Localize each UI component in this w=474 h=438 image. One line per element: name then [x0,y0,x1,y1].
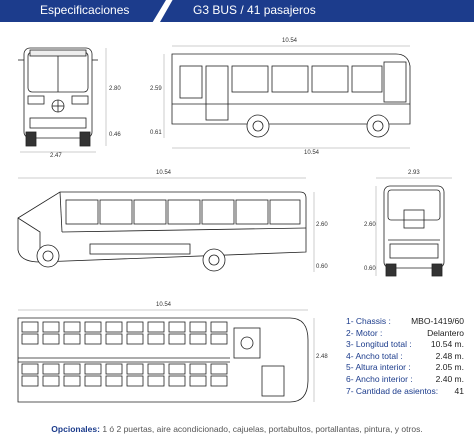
seat [189,333,207,345]
side-ground-label: 0.61 [150,130,162,136]
model-tab: G3 BUS / 41 pasajeros [160,0,474,22]
spec-label: 2- Motor : [346,327,383,338]
seat [84,321,102,333]
seat [105,363,123,375]
rear-ground-label: 0.60 [364,266,376,272]
front-dim-lines [20,48,107,153]
model-tab-label: G3 BUS / 41 pasajeros [193,3,316,17]
seat [63,333,81,345]
seat [21,333,39,345]
spec-tab-label: Especificaciones [40,3,130,17]
spec-value: 41 [454,385,464,396]
rear-view-drawing [383,185,445,277]
seat [126,375,144,387]
front-view-drawing [18,47,98,147]
seat [189,375,207,387]
side-dim-lines [163,45,410,149]
rear-width-label: 2.93 [408,170,420,176]
seat [42,363,60,375]
seat [168,363,186,375]
spec-label: 3- Longitud total : [346,339,412,350]
seat [147,363,165,375]
spec-list: 1- Chassis : MBO-1419/60 2- Motor : Delant… [346,316,464,397]
spec-value: 10.54 m. [430,339,464,350]
plan-view-drawing [17,317,309,403]
spec-row-width: 4- Ancho total : 2.48 m. [346,351,464,363]
spec-tab: Especificaciones [0,0,166,22]
plan-dim-lines [18,309,315,402]
seat [42,321,60,333]
seat [210,363,228,375]
spec-label: 1- Chassis : [346,316,391,326]
footer-label: Opcionales: [51,424,100,434]
spec-label: 4- Ancho total : [346,350,403,361]
seat [21,375,39,387]
side-top-length-label: 10.54 [282,38,298,44]
front-width-label: 2.47 [50,153,62,159]
seat [210,321,228,333]
spec-row-chassis: 1- Chassis : MBO-1419/60 [346,316,464,328]
seat [210,333,228,345]
seat-layout [21,321,228,387]
header-bar: Especificaciones G3 BUS / 41 pasajeros [0,0,474,22]
seat [105,321,123,333]
side-bottom-length-label: 10.54 [304,150,320,156]
spec-label: 7- Cantidad de asientos: [346,385,439,396]
spec-row-seats: 7- Cantidad de asientos: 41 [346,386,464,398]
seat [63,363,81,375]
perspective-view-drawing [17,191,307,272]
spec-value: MBO-1419/60 [411,316,464,326]
seat [84,333,102,345]
seat [21,363,39,375]
persp-length-label: 10.54 [156,170,172,176]
side-height-label: 2.59 [150,86,162,92]
spec-value: Delantero [427,327,464,338]
plan-length-label: 10.54 [156,302,172,308]
seat [189,363,207,375]
seat [210,375,228,387]
seat [168,333,186,345]
perspective-dim-lines [18,177,315,272]
spec-row-interior-height: 5- Altura interior : 2.05 m. [346,362,464,374]
seat [147,375,165,387]
seat [126,333,144,345]
persp-height-label: 2.60 [316,222,328,228]
rear-dim-lines [375,177,452,276]
seat [105,375,123,387]
rear-height-label: 2.60 [364,222,376,228]
seat [126,321,144,333]
seat [84,375,102,387]
seat [168,375,186,387]
spec-row-interior-width: 6- Ancho interior : 2.40 m. [346,374,464,386]
seat [105,333,123,345]
spec-value: 2.40 m. [435,373,464,384]
spec-value: 2.05 m. [435,362,464,373]
seat [21,321,39,333]
seat [42,375,60,387]
seat [42,333,60,345]
seat [189,321,207,333]
seat [126,363,144,375]
seat [63,375,81,387]
persp-ground-label: 0.60 [316,264,328,270]
side-view-drawing [171,53,411,138]
seat [84,363,102,375]
seat [63,321,81,333]
spec-row-length: 3- Longitud total : 10.54 m. [346,339,464,351]
footer-options: Opcionales: 1 ó 2 puertas, aire acondici… [0,424,474,434]
spec-row-motor: 2- Motor : Delantero [346,328,464,340]
footer-text: 1 ó 2 puertas, aire acondicionado, cajue… [99,424,423,434]
front-ground-label: 0.46 [109,132,121,138]
front-height-label: 2.80 [109,86,121,92]
seat [168,321,186,333]
spec-value: 2.48 m. [435,350,464,361]
spec-label: 6- Ancho interior : [346,373,413,384]
spec-label: 5- Altura interior : [346,362,411,373]
plan-width-label: 2.48 [316,354,328,360]
seat [147,333,165,345]
seat [147,321,165,333]
